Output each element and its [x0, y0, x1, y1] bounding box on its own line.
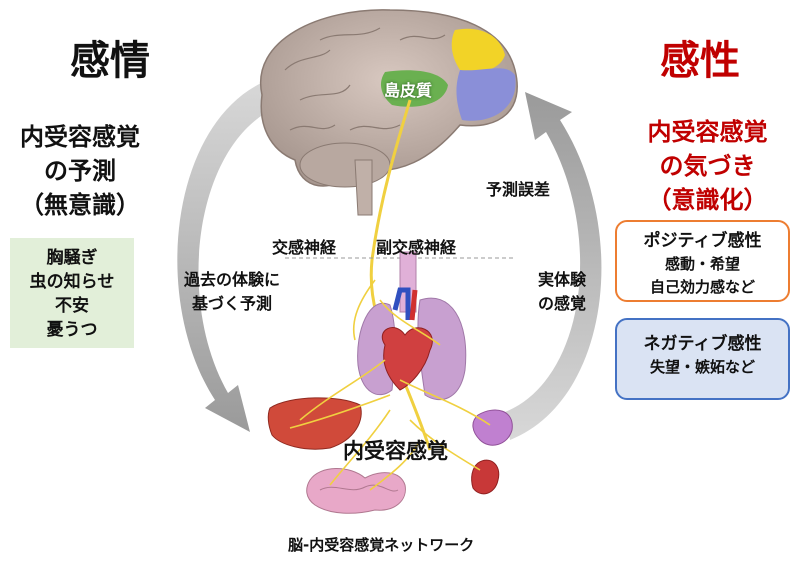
- right-title-kansei: 感性: [660, 38, 740, 84]
- left-title-kanjo: 感情: [70, 38, 150, 84]
- actual-experience-line-1: 実体験: [537, 270, 586, 289]
- parasympathetic-nerve-label: 副交感神経: [376, 238, 457, 257]
- positive-box-title: ポジティブ感性: [643, 231, 762, 251]
- left-heading: 内受容感覚 の予測 （無意識）: [0, 120, 160, 222]
- prediction-label-line-2: 基づく予測: [191, 294, 272, 313]
- negative-box-line-1: 失望・嫉妬など: [649, 358, 755, 376]
- left-heading-line-3: （無意識）: [20, 191, 140, 219]
- prediction-label: 過去の体験に 基づく予測: [172, 268, 292, 316]
- positive-box-line-2: 自己効力感など: [649, 278, 755, 296]
- right-cycle-arrow: [505, 92, 602, 440]
- insula-label: 島皮質: [384, 81, 433, 100]
- actual-experience-label: 実体験 の感覚: [520, 268, 604, 316]
- actual-experience-line-2: の感覚: [537, 294, 586, 313]
- left-heading-line-2: の予測: [44, 157, 116, 185]
- stomach-illustration: [472, 409, 513, 446]
- emotion-example-4: 憂うつ: [46, 320, 98, 340]
- lungs-illustration: [357, 297, 467, 401]
- sympathetic-nerve-label: 交感神経: [272, 238, 337, 257]
- left-heading-line-1: 内受容感覚: [20, 123, 140, 151]
- negative-sensibility-box: ネガティブ感性 失望・嫉妬など: [615, 318, 790, 400]
- left-cycle-arrow: [177, 80, 275, 432]
- nerve-branches: [289, 279, 491, 491]
- emotion-example-3: 不安: [55, 296, 89, 316]
- emotion-example-2: 虫の知らせ: [29, 272, 115, 292]
- negative-box-title: ネガティブ感性: [643, 334, 762, 354]
- prediction-label-line-1: 過去の体験に: [183, 270, 280, 289]
- heart-illustration: [382, 287, 433, 391]
- positive-sensibility-box: ポジティブ感性 感動・希望 自己効力感など: [615, 220, 790, 302]
- positive-box-line-1: 感動・希望: [664, 255, 740, 273]
- right-heading: 内受容感覚 の気づき （意識化）: [615, 115, 800, 217]
- emotion-examples-box: 胸騒ぎ 虫の知らせ 不安 憂うつ: [10, 238, 134, 348]
- emotion-example-1: 胸騒ぎ: [46, 248, 98, 268]
- intestines-illustration: [306, 468, 406, 514]
- diagram-caption: 脳-内受容感覚ネットワーク: [288, 536, 475, 554]
- vagus-nerve: [369, 99, 432, 451]
- kidney-illustration: [471, 459, 500, 495]
- right-heading-line-2: の気づき: [659, 152, 756, 180]
- right-heading-line-3: （意識化）: [647, 186, 768, 214]
- interoception-label: 内受容感覚: [343, 439, 448, 463]
- right-heading-line-1: 内受容感覚: [647, 118, 768, 146]
- brain-illustration: [259, 9, 518, 216]
- prediction-error-label: 予測誤差: [486, 180, 551, 199]
